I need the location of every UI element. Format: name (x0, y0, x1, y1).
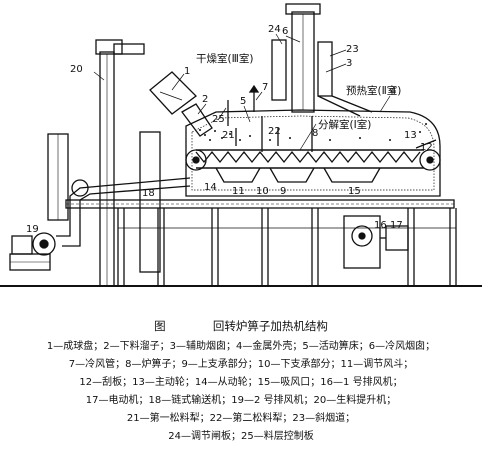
label-n16: 16 (374, 220, 387, 231)
cold-air-chimney (285, 3, 321, 113)
label-n13: 13 (404, 130, 417, 141)
label-decompose-room: 分解室(Ⅰ室) (318, 118, 371, 131)
auxiliary-chimney (317, 41, 333, 97)
figure-label: 图 (154, 319, 166, 333)
label-n23: 23 (346, 44, 359, 55)
label-n14: 14 (204, 182, 217, 193)
label-preheat-room: 预热室(Ⅱ室) (346, 84, 401, 97)
label-n22: 22 (268, 126, 281, 137)
suction-inlets (215, 167, 381, 183)
legend-line-5: 21—第一松料犁；22—第二松料犁；23—斜烟道； (126, 413, 356, 424)
label-drying-room: 干燥室(Ⅲ室) (196, 52, 253, 65)
label-n3: 3 (346, 58, 352, 69)
exhaust-duct (56, 177, 191, 237)
leader-lines (93, 33, 391, 151)
legend-line-6: 24—调节闸板；25—料层控制板 (168, 431, 314, 442)
legend-line-1: 1—成球盘；2—下料溜子；3—辅助烟囱；4—金属外壳；5—活动箅床；6—冷风烟囱… (46, 341, 436, 352)
label-n10: 10 (256, 186, 269, 197)
label-n15: 15 (348, 186, 361, 197)
label-n17: 17 (390, 220, 403, 231)
label-n19: 19 (26, 224, 39, 235)
support-legs (117, 208, 457, 286)
inclined-flue (317, 95, 361, 117)
label-n21: 21 (222, 130, 235, 141)
label-n24: 24 (268, 24, 281, 35)
label-n12: 12 (420, 142, 433, 153)
legend-line-3: 12—刮板；13—主动轮；14—从动轮；15—吸风口；16—1 号排风机； (79, 377, 403, 388)
machine-diagram: 干燥室(Ⅲ室) 预热室(Ⅱ室) 分解室(Ⅰ室) 1 2 3 4 5 6 7 8 … (0, 3, 482, 287)
figure-title: 回转炉箅子加热机结构 (212, 319, 328, 333)
label-n2: 2 (202, 94, 208, 105)
label-n7: 7 (262, 82, 268, 93)
motor (380, 225, 409, 251)
scraper (415, 139, 437, 149)
label-n20: 20 (70, 64, 83, 75)
material-dots (199, 123, 427, 141)
exhaust-fan-2 (9, 232, 56, 271)
label-n6: 6 (282, 26, 288, 37)
legend-line-4: 17—电动机；18—链式输送机；19—2 号排风机；20—生料提升机； (85, 395, 397, 406)
traveling-grate (195, 150, 421, 164)
pelletizing-disc (149, 71, 197, 115)
label-n1: 1 (184, 66, 190, 77)
label-n11: 11 (232, 186, 245, 197)
driven-wheel (185, 149, 207, 171)
exhaust-fan-1 (343, 215, 381, 269)
label-n8: 8 (312, 128, 318, 139)
label-n25: 25 (212, 114, 225, 125)
label-n4: 4 (390, 86, 396, 97)
raw-material-elevator (95, 39, 145, 287)
label-n18: 18 (142, 188, 155, 199)
chain-conveyor (65, 199, 455, 209)
label-n5: 5 (240, 96, 246, 107)
left-frame (47, 131, 161, 273)
label-n9: 9 (280, 186, 286, 197)
feed-chute (181, 103, 213, 137)
figure-caption: 图 回转炉箅子加热机结构 (0, 320, 482, 333)
drive-wheel (419, 149, 441, 171)
legend-line-2: 7—冷风管；8—炉箅子；9—上支承部分；10—下支承部分；11—调节风斗； (68, 359, 414, 370)
adjusting-gate (271, 39, 287, 101)
